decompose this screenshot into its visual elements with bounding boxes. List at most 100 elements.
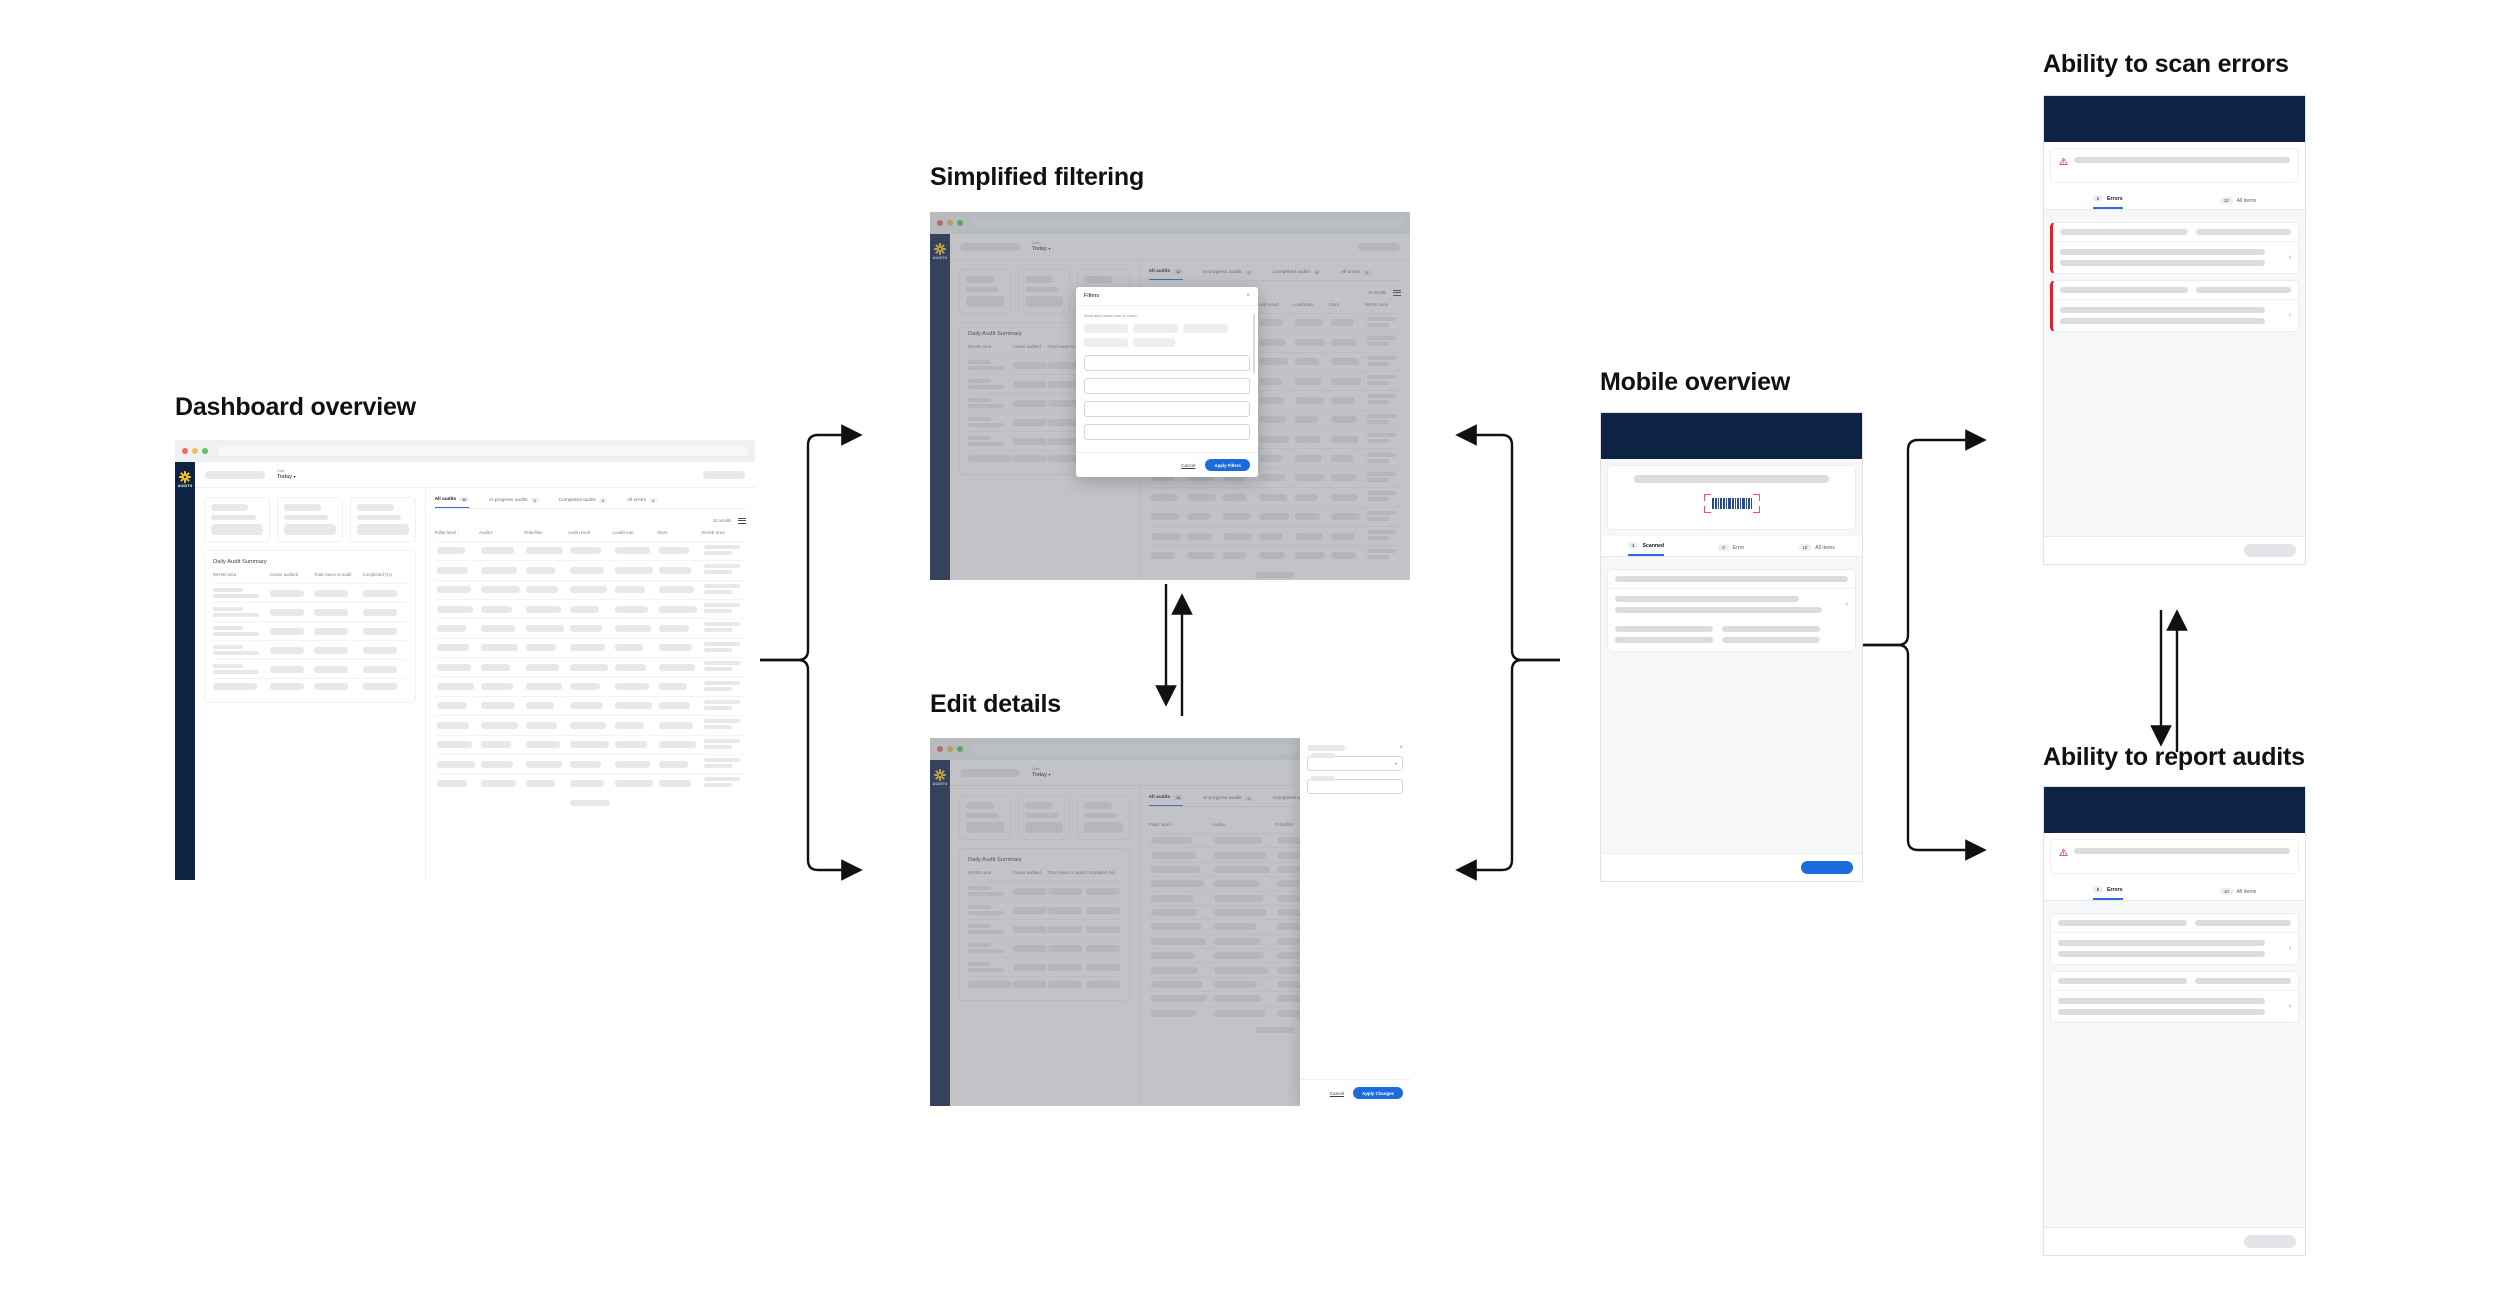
table-row[interactable] xyxy=(213,640,407,660)
close-traffic-light[interactable] xyxy=(937,746,943,752)
close-icon[interactable]: × xyxy=(1246,293,1250,299)
close-icon[interactable]: × xyxy=(1399,745,1403,751)
table-row[interactable] xyxy=(213,621,407,641)
work-area-chip[interactable] xyxy=(1183,324,1228,333)
primary-cta-button[interactable] xyxy=(2244,544,2296,557)
date-filter[interactable]: Date Today ▾ xyxy=(1032,767,1051,778)
table-row[interactable] xyxy=(434,618,746,639)
pagination[interactable] xyxy=(435,793,746,813)
table-row[interactable] xyxy=(968,881,1121,901)
cancel-button[interactable]: Cancel xyxy=(1181,462,1196,468)
chevron-right-icon[interactable]: › xyxy=(2288,312,2291,319)
work-area-chip[interactable] xyxy=(1133,338,1175,347)
table-row[interactable] xyxy=(968,976,1121,992)
scanner-card[interactable] xyxy=(1607,465,1856,530)
chevron-right-icon[interactable]: › xyxy=(2288,945,2291,952)
filter-field[interactable] xyxy=(1084,355,1250,371)
table-row[interactable] xyxy=(213,659,407,679)
address-bar[interactable] xyxy=(973,744,1403,754)
maximize-traffic-light[interactable] xyxy=(957,746,963,752)
drawer-field[interactable] xyxy=(1307,776,1403,794)
chevron-right-icon[interactable]: › xyxy=(2288,1003,2291,1010)
audits-col-header[interactable]: WHSE area xyxy=(1364,301,1389,307)
list-item[interactable]: › xyxy=(2050,280,2299,332)
primary-cta-button[interactable] xyxy=(1801,861,1853,874)
maximize-traffic-light[interactable] xyxy=(957,220,963,226)
filter-field[interactable] xyxy=(1084,378,1250,394)
table-row[interactable] xyxy=(1148,487,1401,508)
table-row[interactable] xyxy=(968,900,1121,920)
list-item[interactable]: › xyxy=(1607,569,1856,652)
drawer-field[interactable]: ▾ xyxy=(1307,753,1403,771)
date-filter[interactable]: Date Today ▾ xyxy=(277,469,296,480)
close-traffic-light[interactable] xyxy=(182,448,188,454)
table-row[interactable] xyxy=(434,753,746,774)
table-row[interactable] xyxy=(434,695,746,716)
audits-col-header[interactable]: Store xyxy=(657,529,668,535)
table-row[interactable] xyxy=(434,579,746,600)
filter-field[interactable] xyxy=(1084,401,1250,417)
table-row[interactable] xyxy=(434,540,746,561)
work-area-chip[interactable] xyxy=(1084,338,1128,347)
table-row[interactable] xyxy=(434,676,746,697)
filter-field[interactable] xyxy=(1084,424,1250,440)
audits-col-header[interactable]: Orderfiller xyxy=(523,529,543,535)
filter-menu-icon[interactable] xyxy=(738,518,746,524)
table-row[interactable] xyxy=(434,560,746,581)
audits-col-header[interactable]: Auditor xyxy=(1211,822,1226,827)
apply-changes-button[interactable]: Apply Changes xyxy=(1353,1087,1403,1099)
minimize-traffic-light[interactable] xyxy=(192,448,198,454)
table-row[interactable] xyxy=(434,637,746,658)
pagination[interactable] xyxy=(1149,565,1401,580)
table-row[interactable] xyxy=(968,957,1121,977)
primary-cta-button[interactable] xyxy=(2244,1235,2296,1248)
table-row[interactable] xyxy=(968,938,1121,958)
topbar-action-placeholder[interactable] xyxy=(1358,242,1400,251)
minimize-traffic-light[interactable] xyxy=(947,746,953,752)
address-bar[interactable] xyxy=(973,218,1403,228)
table-row[interactable] xyxy=(1148,506,1401,527)
modal-scrollbar[interactable] xyxy=(1253,314,1255,374)
topbar-action-placeholder[interactable] xyxy=(703,470,745,479)
list-item[interactable]: › xyxy=(2050,971,2299,1023)
list-item[interactable]: › xyxy=(2050,913,2299,965)
table-row[interactable] xyxy=(434,734,746,755)
chevron-right-icon[interactable]: › xyxy=(2288,254,2291,261)
audits-col-header[interactable]: Store xyxy=(1328,301,1340,307)
list-item[interactable]: › xyxy=(2050,222,2299,274)
cancel-button[interactable]: Cancel xyxy=(1329,1090,1345,1096)
table-row[interactable] xyxy=(213,602,407,622)
apply-filters-button[interactable]: Apply Filters xyxy=(1205,459,1250,471)
work-area-chip[interactable] xyxy=(1084,324,1128,333)
table-row[interactable] xyxy=(1148,545,1401,565)
maximize-traffic-light[interactable] xyxy=(202,448,208,454)
chevron-right-icon[interactable]: › xyxy=(1845,601,1848,608)
pagination[interactable] xyxy=(1149,1020,1401,1040)
minimize-traffic-light[interactable] xyxy=(947,220,953,226)
audits-col-header[interactable]: Load/route xyxy=(612,529,634,535)
audits-col-header[interactable]: Audit result xyxy=(568,529,591,535)
address-bar[interactable] xyxy=(218,446,748,456)
table-row[interactable] xyxy=(434,598,746,619)
filter-menu-icon[interactable] xyxy=(1393,290,1401,296)
close-traffic-light[interactable] xyxy=(937,220,943,226)
table-row[interactable] xyxy=(434,657,746,677)
work-area-chip[interactable] xyxy=(1133,324,1178,333)
audits-col-header[interactable]: Pallet label ↓ xyxy=(1148,822,1174,827)
audits-col-header[interactable]: Auditor xyxy=(479,529,493,535)
table-row[interactable] xyxy=(213,678,407,694)
table-row[interactable] xyxy=(968,919,1121,939)
